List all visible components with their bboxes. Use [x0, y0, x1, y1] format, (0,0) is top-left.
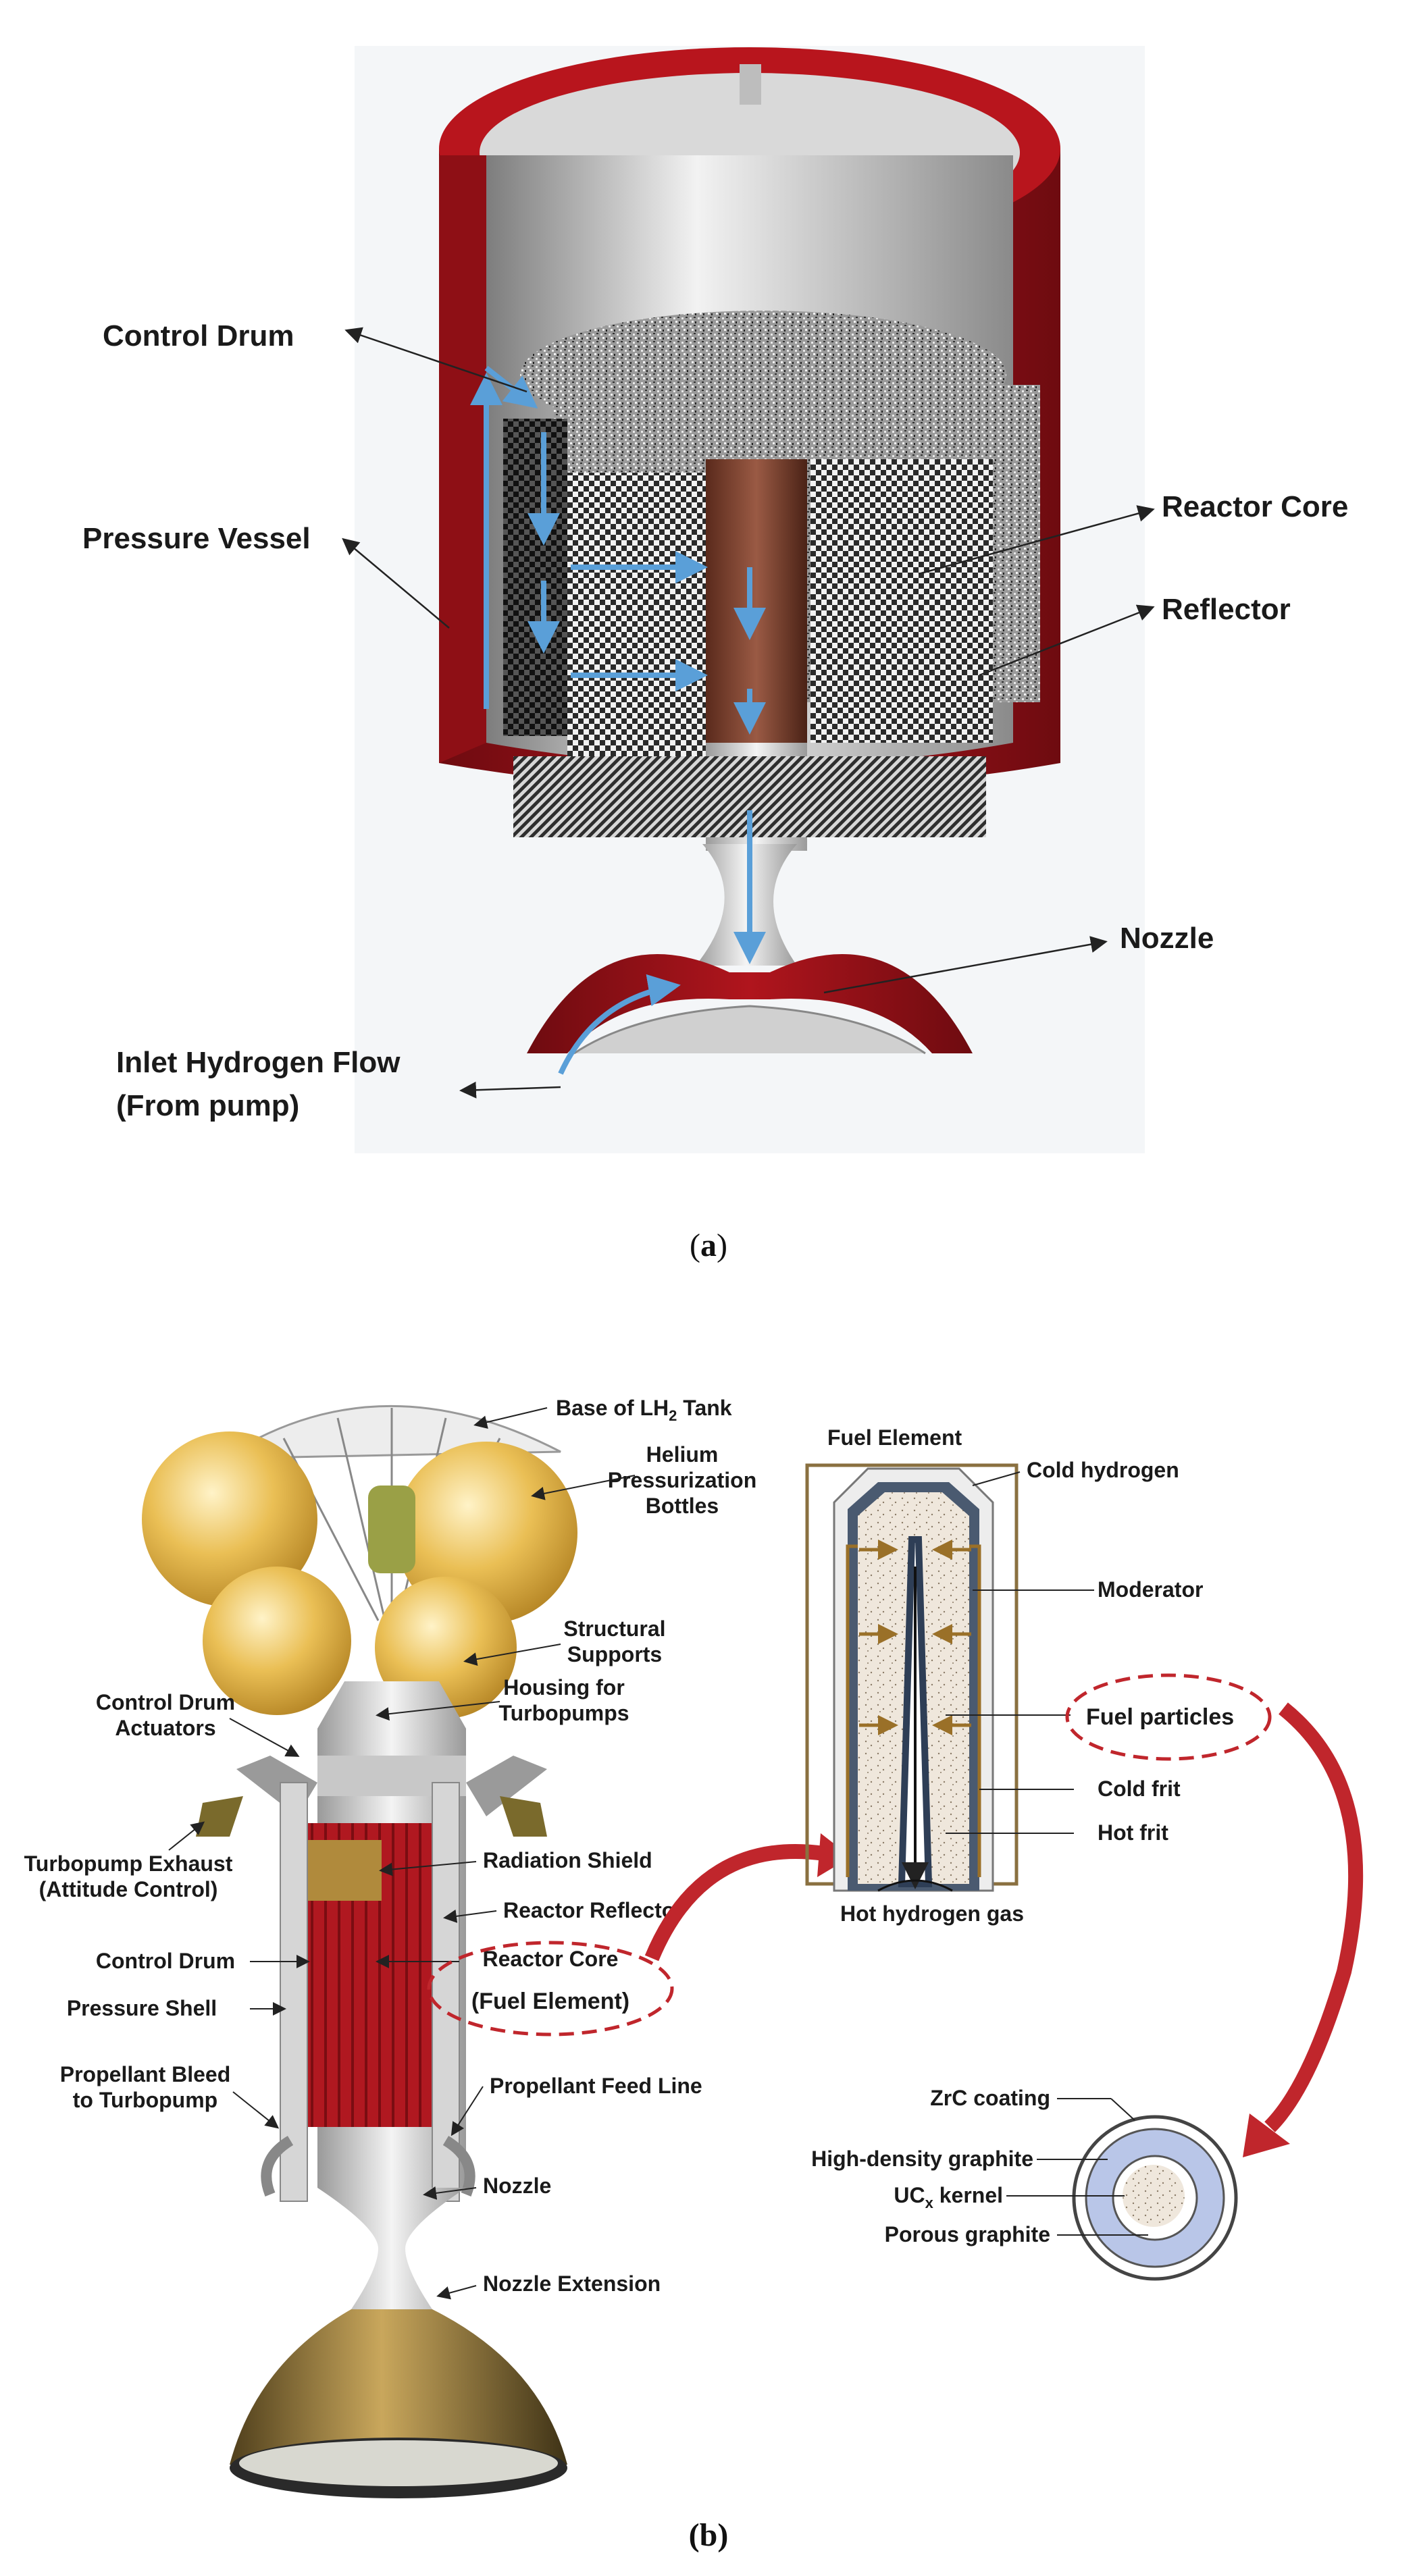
label-radiation-shield: Radiation Shield — [483, 1848, 652, 1872]
engine-leader-lines — [168, 1407, 636, 2300]
zoom-arrow-core-to-element — [644, 1844, 825, 1962]
label-pressure-shell: Pressure Shell — [67, 1996, 217, 2020]
label-propellant-feed-line: Propellant Feed Line — [490, 2074, 702, 2098]
fuel-particles-highlight-ellipse — [1065, 1673, 1272, 1761]
label-cold-frit: Cold frit — [1098, 1777, 1181, 1801]
label-structural-line2: Supports — [567, 1642, 662, 1666]
label-housing-line1: Housing for — [503, 1675, 625, 1700]
label-engine-nozzle: Nozzle — [483, 2174, 551, 2198]
label-engine-reactor-core: Reactor Core — [483, 1947, 619, 1971]
label-reactor-core: Reactor Core — [1162, 490, 1348, 523]
label-inlet-from-pump: (From pump) — [116, 1089, 299, 1122]
fuel-particle-cross-section — [1072, 2115, 1238, 2281]
zoom-arrowhead-particle — [1243, 2113, 1290, 2157]
label-bleed-line2: to Turbopump — [73, 2088, 217, 2112]
label-exhaust-line2: (Attitude Control) — [39, 1877, 218, 1901]
label-hot-frit: Hot frit — [1098, 1820, 1168, 1845]
caption-a: (a) — [690, 1228, 727, 1263]
label-structural-line1: Structural — [563, 1616, 665, 1641]
core-highlight-ellipse — [427, 1941, 674, 2036]
label-pressure-vessel: Pressure Vessel — [82, 522, 311, 555]
label-fuel-particles: Fuel particles — [1086, 1704, 1234, 1730]
nuclear-engine-illustration — [142, 1405, 577, 2498]
label-fuel-element-title: Fuel Element — [827, 1425, 962, 1450]
label-helium-line2: Pressurization — [608, 1468, 757, 1492]
label-nozzle: Nozzle — [1120, 922, 1214, 955]
particle-leader-lines — [1006, 2098, 1148, 2236]
fuel-element-leader-lines — [946, 1471, 1094, 1834]
label-hot-hydrogen-gas: Hot hydrogen gas — [840, 1901, 1024, 1926]
label-actuators-line2: Actuators — [115, 1716, 215, 1740]
label-high-density-graphite: High-density graphite — [811, 2147, 1033, 2171]
label-nozzle-extension: Nozzle Extension — [483, 2271, 661, 2296]
label-reactor-reflector: Reactor Reflector — [503, 1898, 684, 1922]
label-moderator: Moderator — [1098, 1577, 1203, 1602]
label-actuators-line1: Control Drum — [96, 1690, 235, 1714]
label-engine-control-drum: Control Drum — [96, 1949, 235, 1973]
label-porous-graphite: Porous graphite — [885, 2222, 1050, 2246]
reactor-cutaway-illustration — [355, 46, 1145, 1153]
label-ucx-kernel: UCx kernel — [894, 2183, 1003, 2211]
label-inlet-hydrogen-flow: Inlet Hydrogen Flow — [116, 1046, 401, 1079]
label-bleed-line1: Propellant Bleed — [60, 2062, 231, 2086]
label-reflector: Reflector — [1162, 593, 1291, 626]
label-helium-line3: Bottles — [646, 1494, 719, 1518]
fig-a-leader-lines — [342, 327, 1155, 1099]
fuel-element-cross-section — [805, 1463, 1019, 1892]
label-base-of-lh2-tank: Base of LH2 Tank — [556, 1396, 732, 1424]
label-engine-fuel-element: (Fuel Element) — [471, 1989, 629, 2014]
label-control-drum: Control Drum — [103, 319, 294, 352]
label-housing-line2: Turbopumps — [498, 1701, 629, 1725]
label-zrc-coating: ZrC coating — [930, 2086, 1050, 2110]
label-exhaust-line1: Turbopump Exhaust — [24, 1851, 233, 1876]
zoom-arrow-element-to-particle — [1264, 1702, 1364, 2132]
caption-b: (b) — [689, 2517, 729, 2553]
label-helium-line1: Helium — [646, 1442, 719, 1467]
label-cold-hydrogen: Cold hydrogen — [1027, 1458, 1179, 1482]
